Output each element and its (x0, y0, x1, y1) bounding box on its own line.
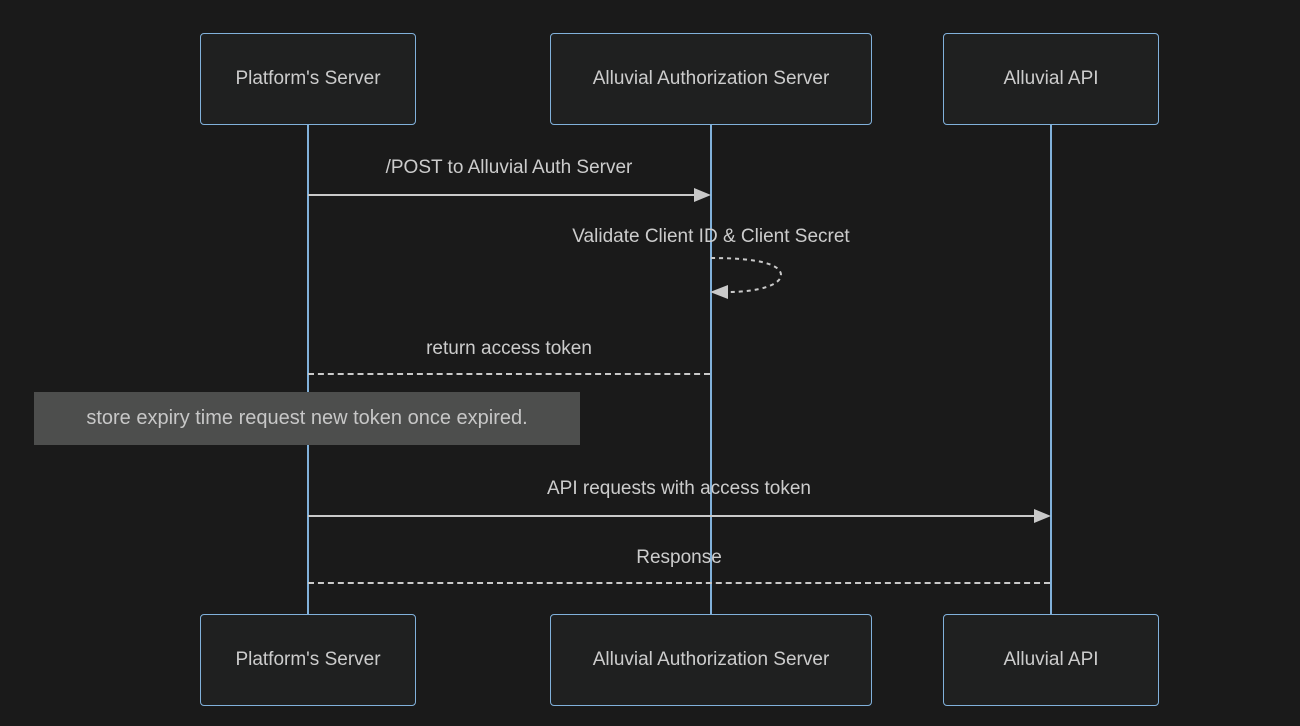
actor-label: Alluvial Authorization Server (592, 68, 830, 89)
actor-alluvial-api-top: Alluvial API (943, 33, 1159, 125)
message-label-post: /POST to Alluvial Auth Server (385, 157, 633, 178)
actor-alluvial-api-bottom: Alluvial API (943, 614, 1159, 706)
actor-auth-server-top: Alluvial Authorization Server (550, 33, 872, 125)
message-label-validate: Validate Client ID & Client Secret (572, 226, 850, 247)
note-text: store expiry time request new token once… (86, 407, 528, 429)
lifeline-auth-server (710, 125, 712, 614)
actor-label: Alluvial API (1003, 649, 1099, 670)
message-line-api-requests (308, 515, 1035, 517)
message-line-response (308, 582, 1050, 584)
message-label-api-requests: API requests with access token (546, 478, 811, 499)
actor-label: Platform's Server (235, 649, 381, 670)
message-label-return-token: return access token (426, 338, 592, 359)
lifeline-platform-server (307, 125, 309, 614)
actor-label: Alluvial Authorization Server (592, 649, 830, 670)
message-label-response: Response (636, 547, 722, 568)
arrowhead-icon (694, 188, 711, 202)
actor-label: Alluvial API (1003, 68, 1099, 89)
actor-label: Platform's Server (235, 68, 381, 89)
note-store-expiry: store expiry time request new token once… (34, 392, 580, 445)
message-line-post (308, 194, 695, 196)
message-line-return-token (308, 373, 710, 375)
actor-platform-server-top: Platform's Server (200, 33, 416, 125)
actor-auth-server-bottom: Alluvial Authorization Server (550, 614, 872, 706)
lifeline-alluvial-api (1050, 125, 1052, 614)
actor-platform-server-bottom: Platform's Server (200, 614, 416, 706)
arrowhead-icon (1034, 509, 1051, 523)
self-loop-arrow (710, 257, 783, 299)
